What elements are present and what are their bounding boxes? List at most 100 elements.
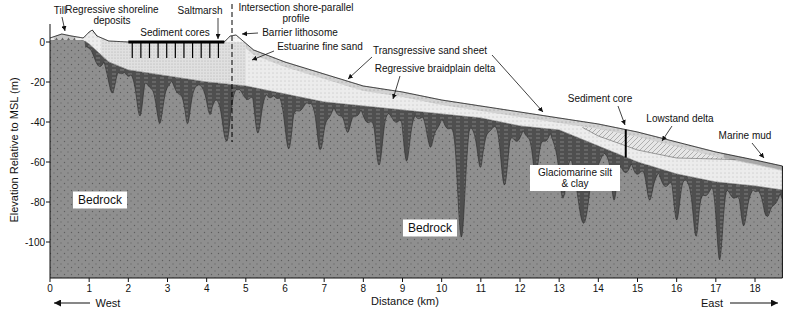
- unit-label: Transgressive sand sheet: [373, 45, 487, 56]
- axis-tick: [324, 278, 325, 282]
- lowstand-delta-unit: [567, 124, 735, 161]
- unit-label: Saltmarsh: [177, 5, 222, 16]
- tick-label: -40: [31, 117, 45, 128]
- unit-label: Barrier lithosome: [262, 27, 338, 38]
- leader-line: [752, 143, 764, 158]
- tick-label: 2: [126, 283, 132, 294]
- unit-label: Sediment cores: [140, 27, 209, 38]
- axis-tick: [46, 162, 50, 163]
- leader-line: [492, 55, 543, 112]
- frame-edge: [782, 166, 783, 278]
- tick-label: 14: [593, 283, 604, 294]
- tick-label: 9: [400, 283, 406, 294]
- tick-label: 0: [47, 283, 53, 294]
- axis-tick: [402, 278, 403, 282]
- tick-label: 12: [514, 283, 525, 294]
- marine-mud-unit: [724, 154, 783, 170]
- unit-label: Regressive braidplain delta: [375, 63, 496, 74]
- tick-label: 18: [749, 283, 760, 294]
- tick-label: 8: [361, 283, 367, 294]
- axis-tick: [285, 278, 286, 282]
- tick-label: 1: [86, 283, 92, 294]
- axis-tick: [480, 278, 481, 282]
- sand-sheet-unit: [246, 43, 783, 171]
- leader-line: [62, 17, 65, 31]
- tick-label: 17: [710, 283, 721, 294]
- axis-tick: [245, 278, 246, 282]
- leader-line: [218, 18, 219, 39]
- sediment-core: [158, 42, 159, 58]
- sediment-core: [209, 42, 210, 58]
- sediment-core: [132, 42, 133, 58]
- unit-label: Regressive shoreline deposits: [65, 4, 160, 26]
- estuarine-unit: [101, 35, 246, 86]
- x-axis: [50, 278, 782, 279]
- axis-tick: [46, 122, 50, 123]
- unit-name: Bedrock: [403, 220, 457, 237]
- axis-tick: [715, 278, 716, 282]
- tick-label: 7: [321, 283, 327, 294]
- leader-line: [393, 76, 400, 99]
- profile-intersection: [232, 4, 233, 142]
- sediment-core: [140, 42, 141, 58]
- tick-label: 4: [204, 283, 210, 294]
- tick-label: 5: [243, 283, 249, 294]
- axis-tick: [50, 278, 51, 282]
- leader-line: [348, 57, 372, 79]
- tick-label: 0: [39, 37, 45, 48]
- tick-label: -100: [25, 237, 45, 248]
- sediment-core: [625, 130, 627, 158]
- tick-label: 11: [476, 283, 486, 294]
- bedrock-surface: [85, 47, 782, 260]
- axis-tick: [598, 278, 599, 282]
- axis-tick: [755, 278, 756, 282]
- axis-tick: [46, 42, 50, 43]
- axis-tick: [46, 202, 50, 203]
- tick-label: 10: [436, 283, 447, 294]
- sediment-core: [149, 42, 150, 58]
- axis-tick: [520, 278, 521, 282]
- tick-label: 13: [554, 283, 565, 294]
- sediment-core: [201, 42, 202, 58]
- axis-tick: [89, 278, 90, 282]
- unit-label: Estuarine fine sand: [277, 41, 363, 52]
- unit-boundary: [85, 41, 782, 190]
- y-axis: [50, 24, 51, 278]
- axis-tick: [676, 278, 677, 282]
- unit-label: Intersection shore-parallel profile: [236, 2, 356, 24]
- ground-surface: [50, 30, 782, 166]
- axis-tick: [441, 278, 442, 282]
- direction-arrow: [730, 302, 778, 303]
- axis-tick: [559, 278, 560, 282]
- direction-label: East: [701, 297, 723, 309]
- leader-line: [252, 51, 274, 60]
- tick-label: 6: [282, 283, 288, 294]
- sediment-unit: [50, 30, 782, 190]
- unit-boundary: [583, 128, 736, 160]
- tick-label: -20: [31, 77, 45, 88]
- leader-line: [242, 33, 258, 34]
- axis-tick: [128, 278, 129, 282]
- tick-label: 15: [632, 283, 643, 294]
- sediment-core: [218, 42, 219, 58]
- direction-arrow: [54, 302, 90, 303]
- direction-label: West: [96, 297, 121, 309]
- sediment-core: [175, 42, 176, 58]
- axis-tick: [637, 278, 638, 282]
- tick-label: -60: [31, 157, 45, 168]
- axis-tick: [167, 278, 168, 282]
- tick-label: 16: [671, 283, 682, 294]
- leader-line: [662, 126, 672, 141]
- axis-title: Elevation Relative to MSL (m): [8, 77, 20, 222]
- leader-line: [618, 106, 625, 125]
- unit-label: Sediment core: [568, 93, 632, 104]
- unit-label: Marine mud: [719, 130, 772, 141]
- axis-tick: [206, 278, 207, 282]
- sediment-core: [192, 42, 193, 58]
- sediment-core: [166, 42, 167, 58]
- tick-label: 3: [165, 283, 171, 294]
- axis-tick: [46, 242, 50, 243]
- unit-label: Lowstand delta: [646, 113, 713, 124]
- axis-tick: [46, 82, 50, 83]
